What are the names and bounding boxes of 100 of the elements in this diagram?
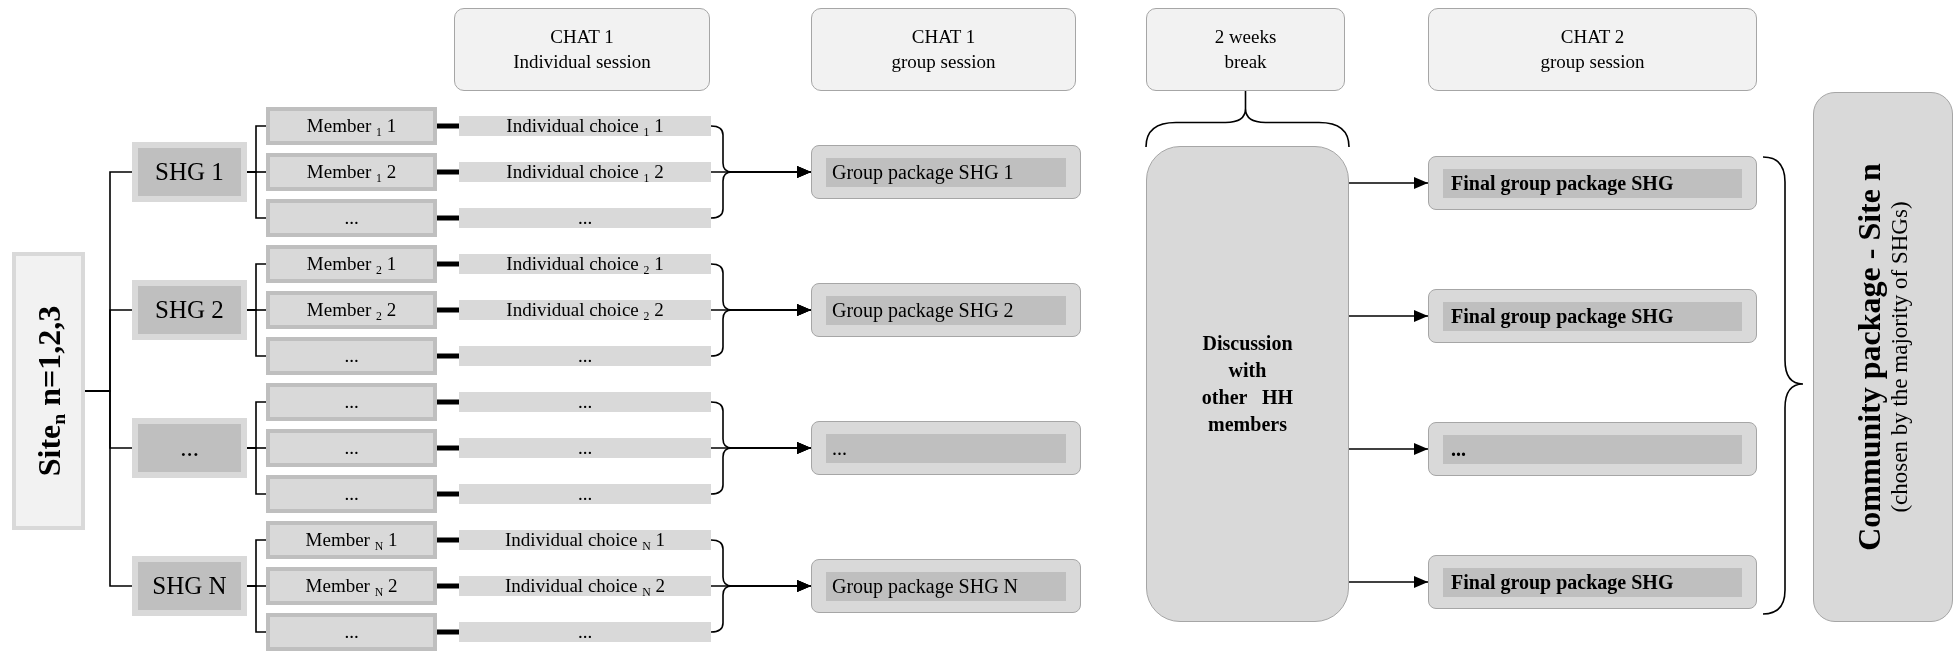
arrow [1348, 177, 1429, 189]
package-label: Group package SHG 2 [826, 295, 1066, 325]
member-label: Member $_{2}$ 1 [306, 253, 397, 275]
package-box [811, 145, 1081, 199]
choice-label: ... [577, 392, 593, 412]
package-label: ... [826, 433, 1066, 463]
choice-bar [459, 484, 711, 504]
connector-line [437, 491, 459, 497]
final-package-label: Final group package SHG [1443, 301, 1742, 331]
choice-label: Individual choice $_{N}$ 2 [505, 576, 665, 596]
choice-bar [459, 208, 711, 228]
header-text: CHAT 1 [550, 24, 614, 49]
choice-bar [459, 438, 711, 458]
connector-line [437, 583, 459, 589]
member-box [266, 383, 437, 421]
final-package-label: Final group package SHG [1443, 567, 1742, 597]
member-box [266, 153, 437, 191]
final-package-box [1428, 555, 1757, 609]
choice-bar [459, 576, 711, 596]
member-box [266, 475, 437, 513]
header-text: group session [1540, 49, 1645, 74]
member-label: Member $_{1}$ 1 [306, 115, 397, 137]
choice-bar [459, 300, 711, 320]
group-label: SHG 2 [155, 296, 224, 324]
connector-line [437, 399, 459, 405]
header-text: group session [891, 49, 996, 74]
choice-label: Individual choice $_{1}$ 2 [506, 162, 664, 182]
final-package-label: Final group package SHG [1443, 168, 1742, 198]
connector-line [437, 537, 459, 543]
connector-line [437, 629, 459, 635]
final-package-box [1428, 156, 1757, 210]
curly-brace [1145, 90, 1350, 148]
arrow [710, 580, 812, 633]
discussion-box [1146, 146, 1349, 622]
connector-line [246, 447, 267, 495]
choice-bar [459, 392, 711, 412]
discussion-label: Discussion with other HH members [1200, 331, 1295, 437]
group-box [132, 418, 247, 478]
header-text: CHAT 2 [1560, 24, 1625, 49]
choice-label: ... [577, 484, 593, 504]
group-label: SHG 1 [155, 158, 224, 186]
session-header [1146, 8, 1345, 91]
header-text: 2 weeks [1214, 24, 1277, 49]
package-box [811, 559, 1081, 613]
group-box [132, 142, 247, 202]
header-text: CHAT 1 [911, 24, 976, 49]
choice-label: Individual choice $_{1}$ 1 [506, 116, 664, 136]
member-label: Member $_{N}$ 1 [305, 529, 398, 551]
member-box [266, 521, 437, 559]
connector-line [437, 307, 459, 313]
member-box [266, 291, 437, 329]
choice-label: Individual choice $_{2}$ 1 [506, 254, 664, 274]
connector-line [437, 445, 459, 451]
member-box [266, 245, 437, 283]
connector-line [246, 309, 267, 357]
connector-line [84, 390, 133, 587]
member-label: Member $_{1}$ 2 [306, 161, 397, 183]
member-box [266, 613, 437, 651]
member-box [266, 337, 437, 375]
choice-bar [459, 162, 711, 182]
session-header [454, 8, 710, 91]
session-header [811, 8, 1076, 91]
connector-line [437, 169, 459, 175]
arrow [1348, 576, 1429, 588]
member-label: ... [344, 391, 359, 413]
group-label: ... [180, 434, 199, 462]
choice-label: Individual choice $_{2}$ 2 [506, 300, 664, 320]
choice-bar [459, 254, 711, 274]
member-label: ... [344, 621, 359, 643]
package-label: Group package SHG N [826, 571, 1066, 601]
choice-label: ... [577, 208, 593, 228]
arrow [1348, 443, 1429, 455]
member-label: ... [344, 483, 359, 505]
site-box [12, 252, 85, 530]
package-box [811, 421, 1081, 475]
arrow [710, 166, 812, 219]
member-label: Member $_{2}$ 2 [306, 299, 397, 321]
member-label: ... [344, 345, 359, 367]
choice-bar [459, 622, 711, 642]
community-label: Community package - Site n [1853, 163, 1887, 551]
member-label: ... [344, 207, 359, 229]
group-box [132, 280, 247, 340]
header-text: Individual session [513, 49, 651, 74]
member-box [266, 199, 437, 237]
final-package-box [1428, 422, 1757, 476]
member-box [266, 107, 437, 145]
arrow [1348, 310, 1429, 322]
member-label: Member $_{N}$ 2 [305, 575, 398, 597]
arrow [710, 442, 812, 495]
connector-line [246, 171, 267, 219]
arrow [710, 304, 812, 357]
community-label: (chosen by the majority of SHGs) [1886, 201, 1913, 513]
group-label: SHG N [152, 572, 227, 600]
session-header [1428, 8, 1757, 91]
connector-line [437, 123, 459, 129]
choice-bar [459, 346, 711, 366]
member-box [266, 429, 437, 467]
connector-line [437, 215, 459, 221]
final-package-box [1428, 289, 1757, 343]
choice-label: ... [577, 622, 593, 642]
